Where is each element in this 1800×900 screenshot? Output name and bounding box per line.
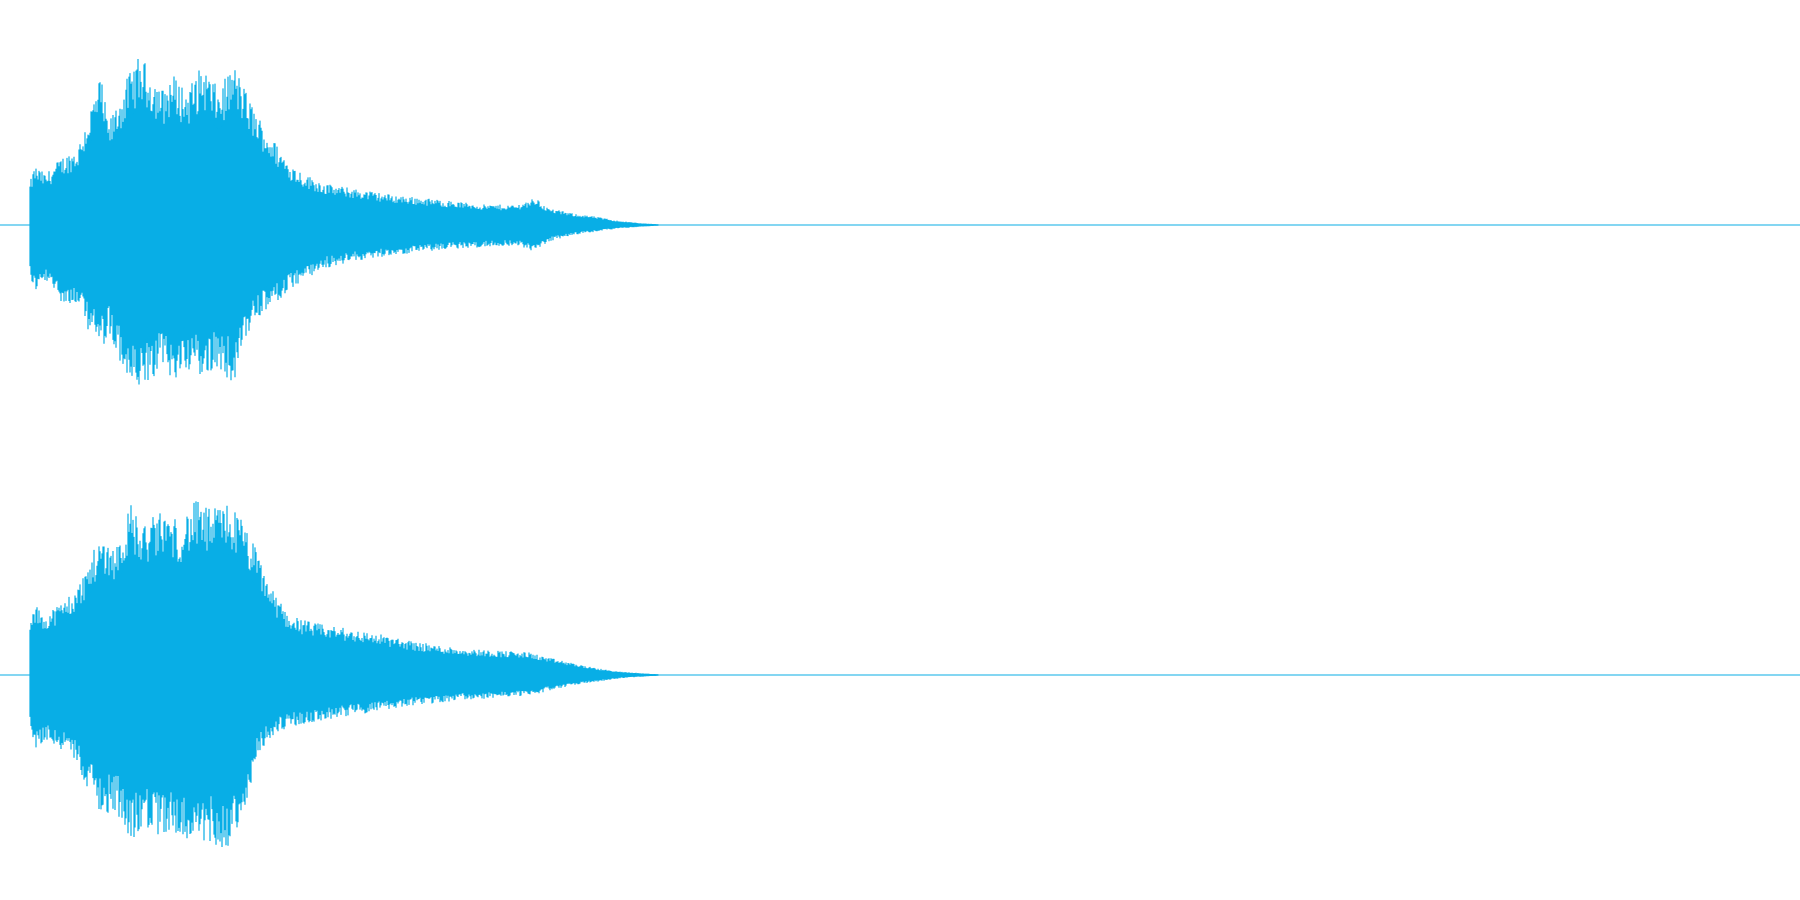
channel-1-core [30, 106, 658, 344]
channel-2-waveform [0, 501, 1800, 847]
channel-1-waveform [0, 59, 1800, 385]
channel-2-core [30, 552, 658, 798]
